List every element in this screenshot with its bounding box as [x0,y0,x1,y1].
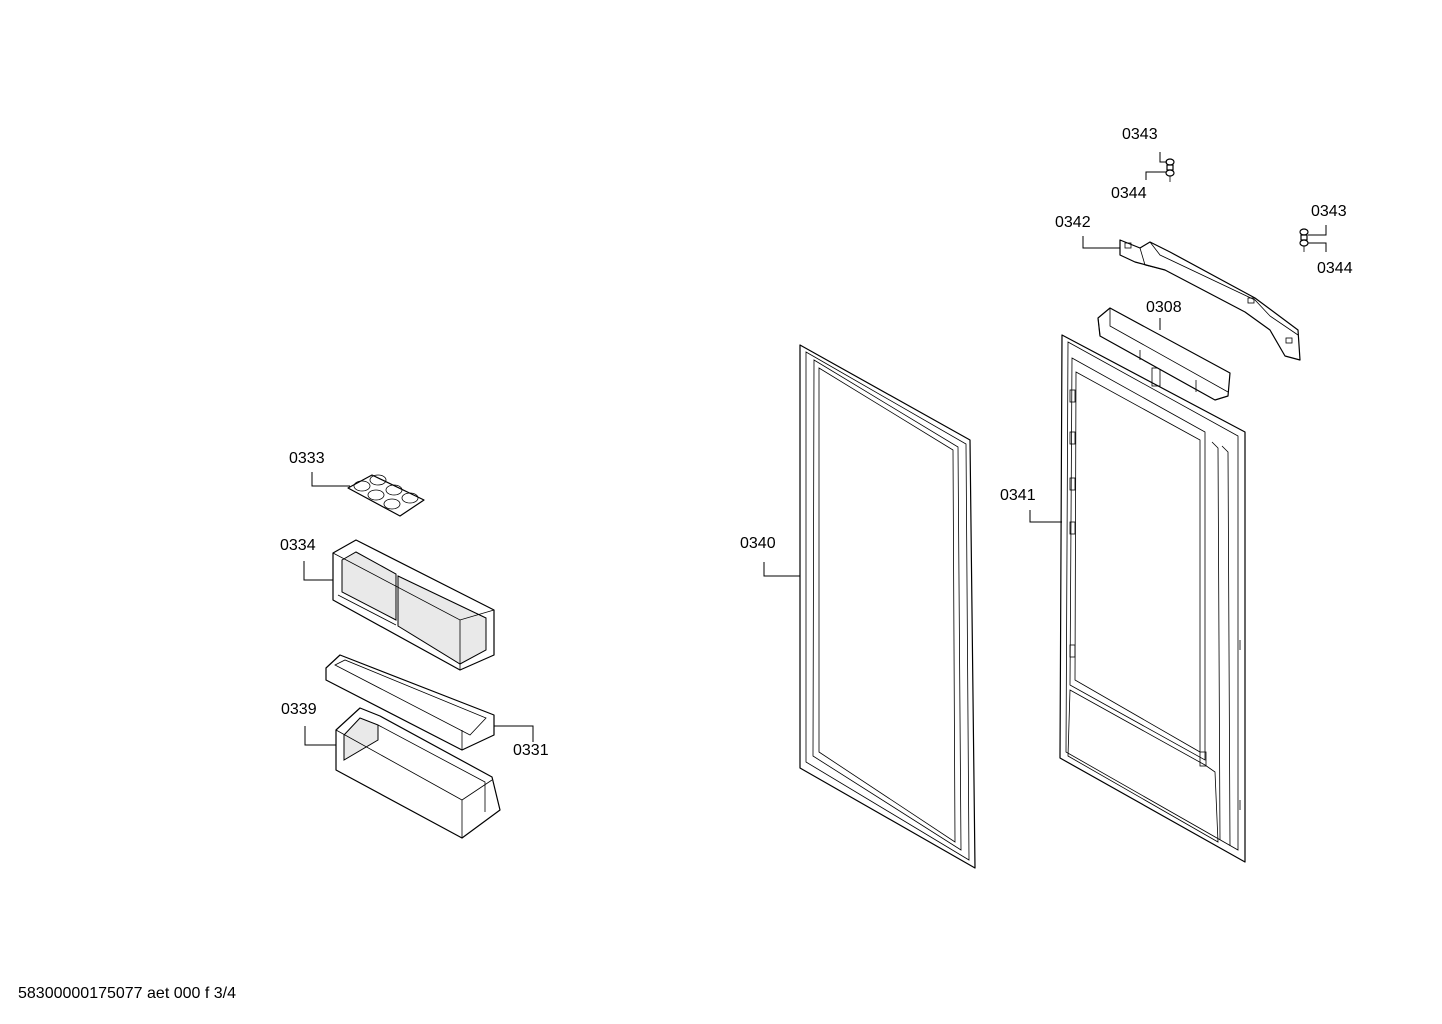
label-0344-right: 0344 [1317,260,1353,277]
label-0331: 0331 [513,742,549,759]
hinge-bracket-0342 [1119,239,1301,361]
egg-tray-0333 [347,474,425,517]
label-0339: 0339 [281,701,317,718]
label-0343-top: 0343 [1122,126,1158,143]
door-gasket-0340 [799,344,976,869]
label-0308: 0308 [1146,299,1182,316]
label-0340: 0340 [740,535,776,552]
door-shelf-0331 [325,654,495,751]
document-footer: 58300000175077 aet 000 f 3/4 [18,985,236,1002]
label-0333: 0333 [289,450,325,467]
label-0334: 0334 [280,537,316,554]
label-0343-right: 0343 [1311,203,1347,220]
label-0344-top: 0344 [1111,185,1147,202]
label-0341: 0341 [1000,487,1036,504]
bottle-shelf-0339 [335,707,501,839]
cover-0308 [1097,307,1231,401]
label-0342: 0342 [1055,214,1091,231]
screw-top [1165,158,1175,182]
screw-right [1299,228,1309,252]
door-liner-0341 [1059,334,1246,863]
part-labels: 0343 0344 0342 0343 0344 0308 0341 0340 … [280,126,1353,759]
butter-compartment-0334 [332,539,495,671]
leader-lines [303,152,1327,746]
